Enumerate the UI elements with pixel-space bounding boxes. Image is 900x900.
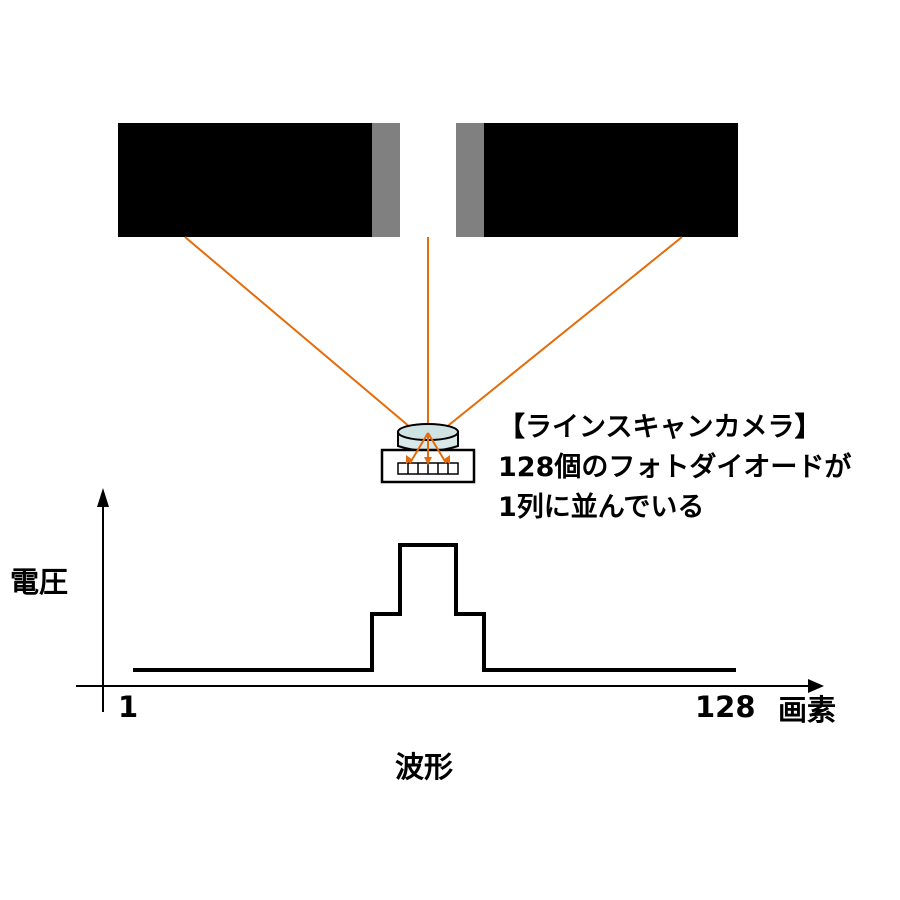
camera-title: 【ラインスキャンカメラ】 [498,412,822,443]
y-axis-arrowhead [97,488,109,507]
x-axis-label: 画素 [778,693,837,727]
left-gray-edge [372,123,400,237]
x-axis-arrowhead [808,679,824,693]
y-axis-label: 電圧 [10,565,69,599]
right-gray-edge [456,123,484,237]
voltage-waveform [133,543,736,672]
x-tick-end: 128 [695,690,756,724]
camera-description-line-1: 128個のフォトダイオードが [498,452,852,483]
ray-arrowheads [406,455,450,465]
target-object [118,123,738,237]
right-black-block [484,123,738,237]
graph-axes [76,500,812,712]
left-ray [184,236,418,434]
x-tick-start: 1 [118,690,139,724]
left-black-block [118,123,372,237]
right-ray [438,236,683,434]
camera-description-line-2: 1列に並んでいる [498,492,705,523]
line-scan-camera-icon [380,423,476,484]
waveform-caption: 波形 [395,750,454,784]
sensor-rays [184,236,683,434]
